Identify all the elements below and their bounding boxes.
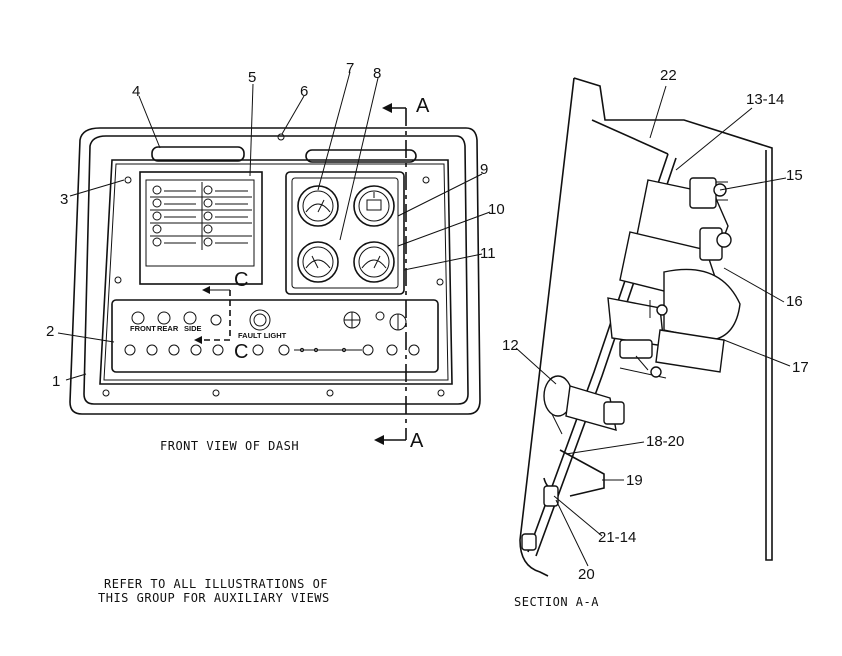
- callout-20: 20: [578, 566, 595, 583]
- gauge-top-right: [353, 185, 395, 227]
- switch-panel: FRONT REAR SIDE FAULT LIGHT: [111, 299, 439, 373]
- callout-4: 4: [132, 83, 140, 100]
- section-mark-c-lower: C: [234, 341, 248, 363]
- indicator-light-module: [139, 171, 263, 285]
- section-mark-a-bottom: A: [410, 430, 424, 452]
- caption-section-a-a: SECTION A-A: [514, 595, 599, 609]
- callout-8: 8: [373, 65, 381, 82]
- lower-bracket-section: [521, 449, 605, 551]
- callout-22: 22: [660, 67, 677, 84]
- callout-12: 12: [502, 337, 519, 354]
- callout-18-20: 18-20: [646, 433, 684, 450]
- callout-16: 16: [786, 293, 803, 310]
- refer-note-line-2: THIS GROUP FOR AUXILIARY VIEWS: [98, 591, 330, 605]
- refer-note-line-1: REFER TO ALL ILLUSTRATIONS OF: [104, 577, 328, 591]
- mounting-holes: [102, 133, 445, 397]
- callout-15: 15: [786, 167, 803, 184]
- detail-c-marker: C C: [194, 269, 248, 363]
- switch-body-section: [543, 375, 625, 435]
- callout-19: 19: [626, 472, 643, 489]
- label-rear: REAR: [157, 324, 179, 333]
- callout-1: 1: [52, 373, 60, 390]
- callout-11: 11: [480, 245, 496, 262]
- callout-9: 9: [480, 161, 488, 178]
- caption-front-view: FRONT VIEW OF DASH: [160, 439, 299, 453]
- label-fault-light: FAULT LIGHT: [238, 331, 287, 340]
- callout-6: 6: [300, 83, 308, 100]
- gauge-bottom-left: [297, 241, 339, 283]
- callout-7: 7: [346, 60, 354, 77]
- callout-13-14: 13-14: [746, 91, 784, 108]
- front-view-dash: FRONT REAR SIDE FAULT LIGHT A A C C: [46, 60, 505, 453]
- callout-21-14: 21-14: [598, 529, 636, 546]
- gauge-bottom-right: [353, 241, 395, 283]
- label-side: SIDE: [184, 324, 202, 333]
- callout-5: 5: [248, 69, 256, 86]
- section-mark-a-top: A: [416, 95, 430, 117]
- section-mark-c-upper: C: [234, 269, 248, 291]
- section-line-a: A A: [374, 95, 430, 452]
- gauge-bodies-section: [607, 177, 741, 379]
- callout-10: 10: [488, 201, 505, 218]
- gauge-top-left: [297, 185, 339, 227]
- callout-17: 17: [792, 359, 809, 376]
- callout-3: 3: [60, 191, 68, 208]
- refer-note: REFER TO ALL ILLUSTRATIONS OF THIS GROUP…: [98, 577, 330, 605]
- gauge-cluster: [285, 171, 405, 295]
- label-front: FRONT: [130, 324, 156, 333]
- section-a-a-view: 22 13-14 15 16 17 12 18-20 19 21-14 20 S…: [502, 67, 809, 609]
- callout-2: 2: [46, 323, 54, 340]
